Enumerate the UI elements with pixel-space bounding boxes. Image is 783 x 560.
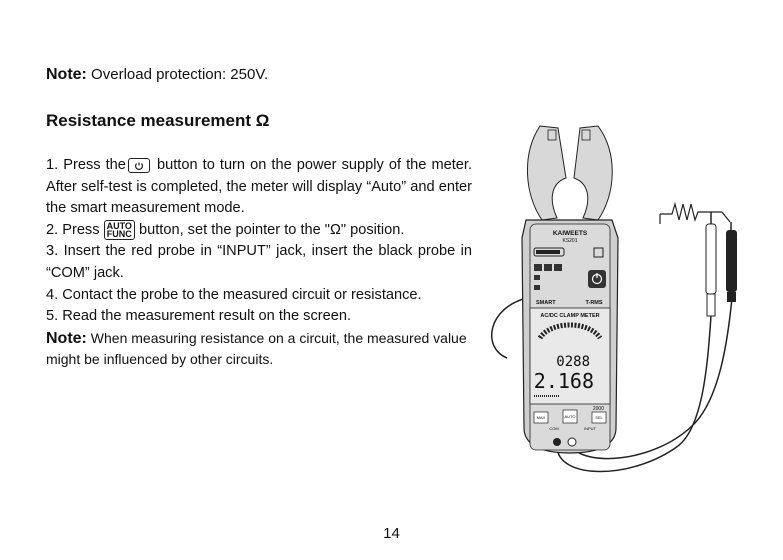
step-2-text: button, set the pointer to the "Ω" posit… xyxy=(134,221,405,238)
step-1-text: button to turn on the power supply of th… xyxy=(46,157,473,217)
power-button-icon xyxy=(127,157,150,173)
step-3: 3. Insert the red probe in “INPUT” jack,… xyxy=(46,243,472,281)
circuit-note: Note: When measuring resistance on a cir… xyxy=(46,328,472,371)
meter-model: KS201 xyxy=(562,238,577,244)
step-4: 4. Contact the probe to the measured cir… xyxy=(46,286,422,303)
meter-reading-main: 2.168 xyxy=(534,369,594,393)
meter-max-button: MAX xyxy=(537,415,546,420)
meter-input-jack: INPUT xyxy=(584,426,597,431)
note-text: When measuring resistance on a circuit, … xyxy=(46,329,467,368)
meter-reading-top: 0288 xyxy=(556,354,590,370)
meter-auto-button: AUTO xyxy=(564,414,575,419)
step-2-lead: 2. Press xyxy=(46,221,100,238)
meter-band-label: AC/DC CLAMP METER xyxy=(540,313,599,319)
instructions: 1. Press the button to turn on the power… xyxy=(46,155,472,371)
meter-mode-right: T-RMS xyxy=(585,300,602,306)
meter-range-label: 2000 xyxy=(593,406,604,412)
auto-key-bottom: FUNC xyxy=(106,228,132,239)
meter-mode-left: SMART xyxy=(536,300,556,306)
note-label: Note: xyxy=(46,329,87,347)
meter-com-jack: COM xyxy=(549,426,558,431)
step-1: 1. Press the button to turn on the power… xyxy=(46,155,472,220)
black-probe-icon xyxy=(726,222,737,302)
note-text: Overload protection: 250V. xyxy=(86,66,269,83)
note-label: Note: xyxy=(46,66,87,83)
auto-key-top: AUTO xyxy=(106,220,132,231)
overload-note: Note: Overload protection: 250V. xyxy=(46,66,268,84)
page-number: 14 xyxy=(383,525,400,542)
meter-screen xyxy=(529,307,611,405)
step-1-lead: 1. Press the xyxy=(46,157,126,173)
section-heading: Resistance measurement Ω xyxy=(46,111,270,130)
red-probe-icon xyxy=(705,212,717,317)
meter-brand: KAIWEETS xyxy=(553,230,588,237)
clamp-meter-illustration: KAIWEETS KS201 SMART T-RMS AC/DC CLAMP M… xyxy=(491,125,737,473)
step-5: 5. Read the measurement result on the sc… xyxy=(46,308,352,325)
meter-sel-button: SEL xyxy=(595,415,603,420)
meter-power-button-icon xyxy=(588,270,606,288)
